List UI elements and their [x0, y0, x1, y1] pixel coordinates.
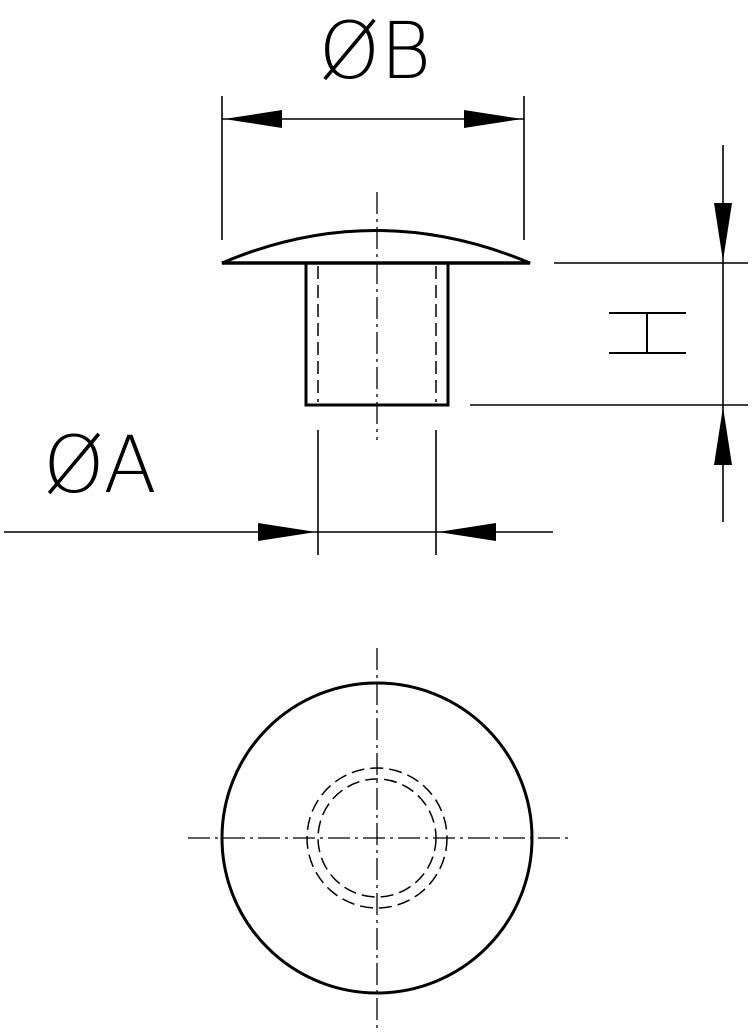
label-height-glyph — [609, 312, 686, 354]
arrowhead-b-left — [224, 110, 282, 128]
label-diameter-b: ØB — [319, 7, 431, 97]
arrowhead-b-right — [464, 110, 522, 128]
top-view — [188, 648, 568, 1030]
label-height: H — [647, 355, 648, 357]
side-view — [221, 192, 531, 440]
dimension-diameter-a: ØA — [4, 421, 553, 555]
label-diameter-a: ØA — [43, 421, 156, 511]
dimension-height: H — [470, 145, 748, 522]
cap-shank-outline — [304, 261, 450, 407]
arrowhead-h-top — [714, 203, 732, 261]
cap-head-outline — [221, 229, 531, 265]
arrowhead-a-left — [258, 523, 316, 541]
dimension-diameter-b: ØB — [221, 7, 525, 240]
arrowhead-a-right — [438, 523, 496, 541]
arrowhead-h-bottom — [714, 407, 732, 465]
